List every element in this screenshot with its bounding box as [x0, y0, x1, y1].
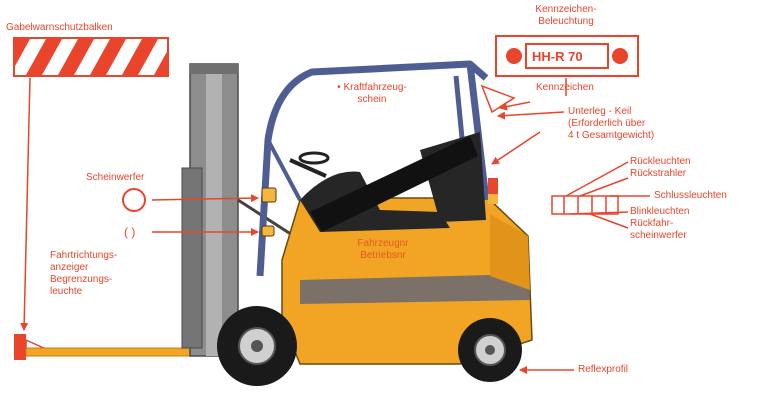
- wheel-chock-label: Unterleg - Keil (Erforderlich über 4 t G…: [568, 106, 654, 142]
- fork-guard-sign: [0, 38, 190, 76]
- fork-guard-arrow: [24, 78, 30, 330]
- wheel-chock-arrow: [498, 112, 564, 116]
- headlight-label: Scheinwerfer: [86, 172, 144, 184]
- registration-arrow: [492, 132, 540, 164]
- side-light: [262, 226, 274, 236]
- fork: [26, 348, 212, 356]
- front-wheel: [217, 306, 297, 386]
- headlight-symbol: [123, 189, 145, 211]
- tail-lights-label: Schlussleuchten: [654, 190, 727, 202]
- fork-guard-marker: [14, 334, 26, 360]
- fork-guard-label: Gabelwarnschutzbalken: [6, 22, 113, 34]
- plate-label: Kennzeichen: [536, 82, 594, 94]
- plate-title-label: Kennzeichen- Beleuchtung: [520, 4, 612, 28]
- head-light: [262, 188, 276, 202]
- steering-wheel: [290, 153, 328, 176]
- rear-light: [488, 178, 498, 194]
- plate-number: HH-R 70: [532, 49, 583, 65]
- wheel-chock-symbol: [482, 86, 514, 112]
- body-sticker-label: Fahrzeugnr Betriebsnr: [336, 238, 430, 262]
- indicator-glyph: ( ): [124, 226, 135, 238]
- direction-indicator-label: Fahrtrichtungs- anzeiger Begrenzungs- le…: [50, 250, 117, 298]
- headlight-arrow: [152, 198, 258, 200]
- rear-lights-label: Rückleuchten Rückstrahler: [630, 156, 691, 180]
- rear-wheel: [458, 318, 522, 382]
- reflector-profile-label: Reflexprofil: [578, 364, 628, 376]
- vehicle-registration-label: • Kraftfahrzeug- schein: [312, 82, 432, 106]
- rear-signals-label: Blinkleuchten Rückfahr- scheinwerfer: [630, 206, 689, 242]
